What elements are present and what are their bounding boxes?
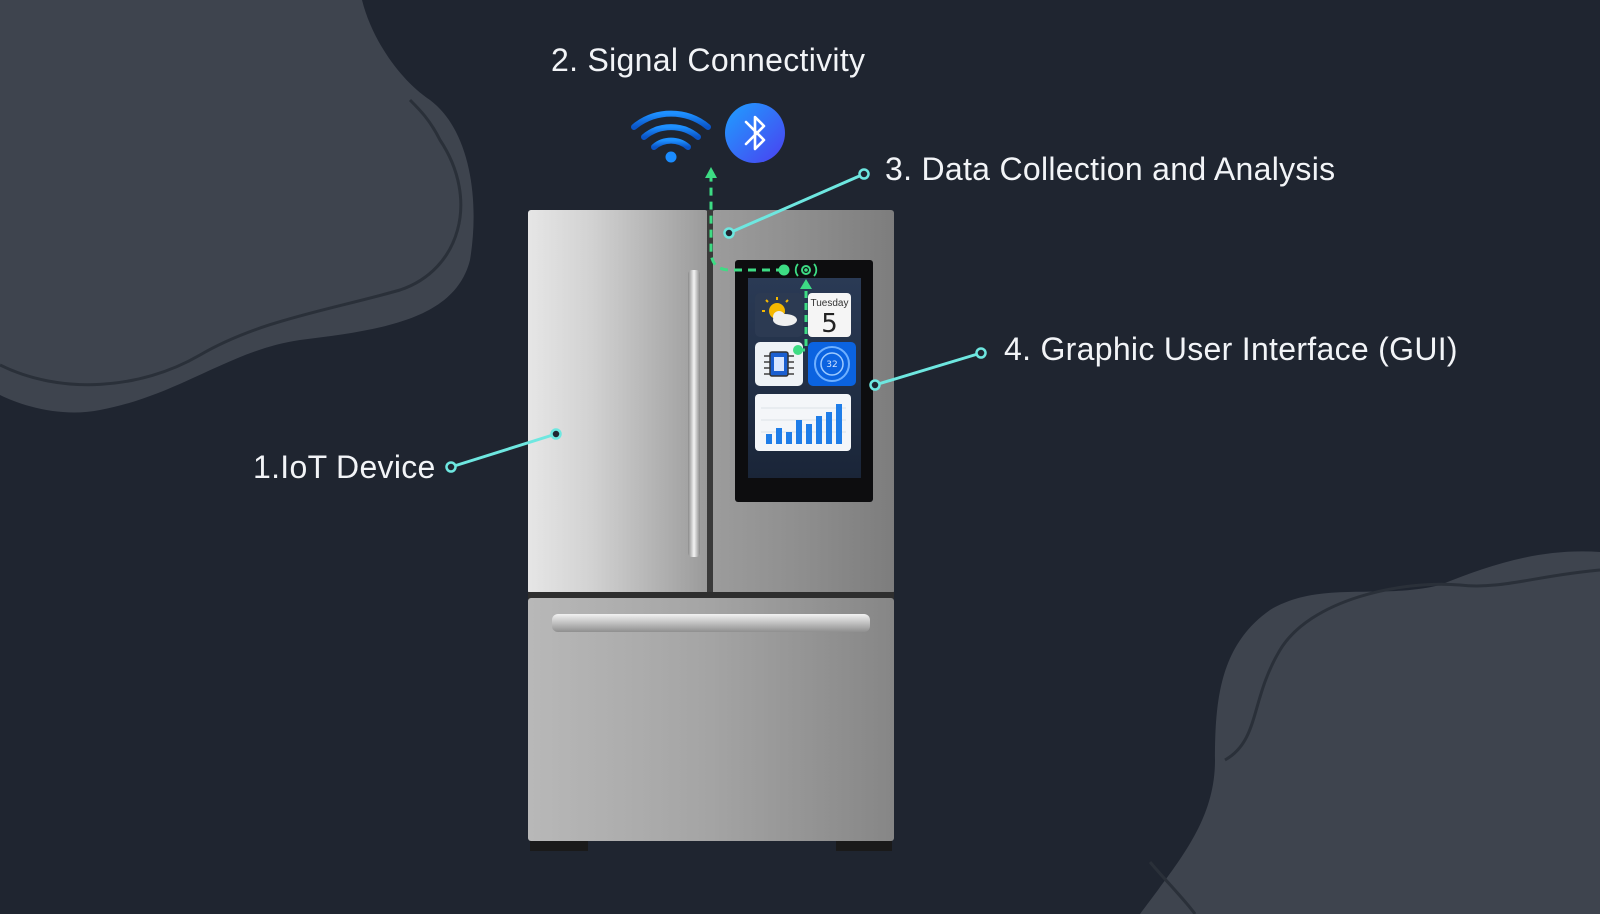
dial-value: 32 — [826, 360, 837, 370]
bottom-right-blob-line — [1148, 568, 1600, 914]
separator — [528, 592, 894, 599]
bluetooth-icon — [725, 103, 785, 163]
door-gap — [707, 210, 713, 594]
label-gui: 4. Graphic User Interface (GUI) — [1004, 331, 1458, 367]
fridge-screen: Tuesday 5 — [735, 260, 873, 502]
signal-broadcast-icon — [794, 263, 818, 277]
label-iot-device: 1.IoT Device — [253, 449, 436, 485]
wifi-icon — [631, 110, 711, 163]
data-flow-path — [705, 167, 818, 355]
data-path-arrowhead-screen — [800, 279, 812, 289]
bar-chart-icon — [755, 394, 851, 451]
left-door — [528, 210, 708, 594]
bottom-right-blob — [1140, 551, 1600, 914]
chip-icon — [755, 342, 803, 386]
dial-icon: 32 — [808, 342, 856, 386]
left-foot — [530, 841, 588, 851]
data-path-arrowhead-top — [705, 167, 717, 178]
right-foot — [836, 841, 892, 851]
bottom-drawer — [528, 598, 894, 841]
data-path-to-wifi — [709, 176, 784, 272]
callout-gui — [869, 347, 987, 391]
top-left-blob-line — [0, 98, 463, 387]
left-door-handle — [688, 270, 700, 557]
callout-data — [723, 168, 870, 239]
data-node-screen-top — [778, 264, 790, 276]
calendar-day: Tuesday — [811, 298, 849, 309]
top-left-blob — [0, 0, 474, 413]
calendar-icon: Tuesday 5 — [808, 293, 851, 339]
callout-iot — [445, 428, 562, 473]
data-node-chip — [793, 345, 803, 355]
weather-icon — [755, 293, 803, 337]
calendar-date: 5 — [821, 309, 838, 339]
label-data-collection: 3. Data Collection and Analysis — [885, 151, 1336, 187]
drawer-handle — [552, 614, 870, 632]
label-signal-connectivity: 2. Signal Connectivity — [551, 42, 866, 78]
